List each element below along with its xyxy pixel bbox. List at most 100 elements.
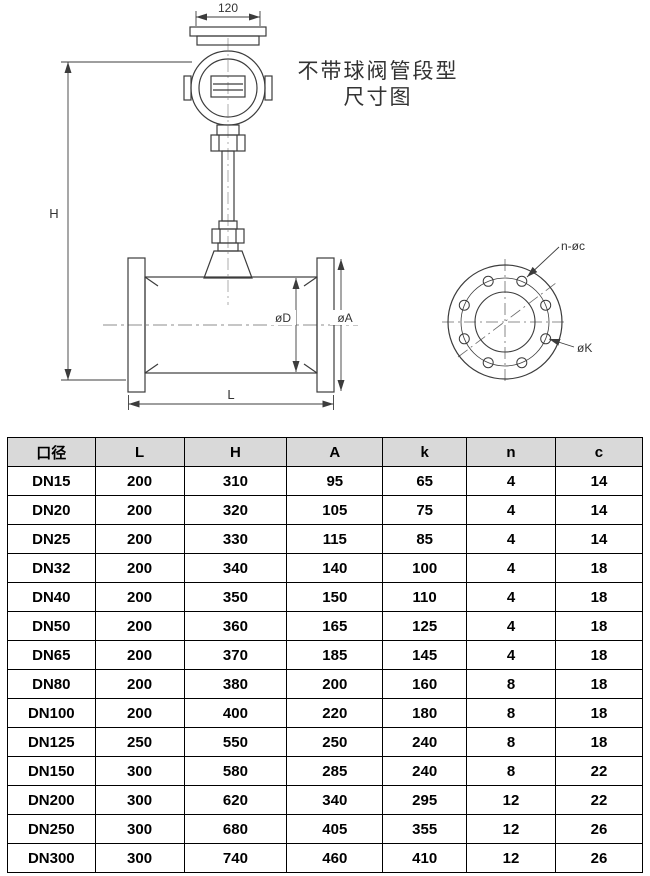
dim-length-label: L xyxy=(227,387,234,402)
cell-diameter: DN300 xyxy=(7,843,96,873)
header-c: c xyxy=(554,437,644,467)
cell-value: 200 xyxy=(94,495,185,525)
cell-value: 8 xyxy=(466,756,556,786)
cell-value: 75 xyxy=(382,495,468,525)
cell-value: 200 xyxy=(94,553,185,583)
header-L: L xyxy=(94,437,185,467)
cell-value: 355 xyxy=(382,814,468,844)
cell-value: 4 xyxy=(466,640,556,670)
dimension-drawing: 120 H L øD øA 不带球阀管段 xyxy=(49,1,592,410)
cell-value: 680 xyxy=(183,814,288,844)
drawing-title: 不带球阀管段型 尺寸图 xyxy=(298,60,457,109)
cell-value: 65 xyxy=(382,466,468,496)
cell-value: 12 xyxy=(466,814,556,844)
cell-value: 4 xyxy=(466,611,556,641)
cell-value: 145 xyxy=(382,640,468,670)
cell-value: 18 xyxy=(554,727,644,757)
cell-value: 180 xyxy=(382,698,468,728)
cell-value: 380 xyxy=(183,669,288,699)
cell-value: 150 xyxy=(286,582,384,612)
bolt-holes xyxy=(458,275,552,369)
table-header-row: 口径 L H A k n c xyxy=(7,437,644,467)
cell-value: 18 xyxy=(554,553,644,583)
dimension-H: H xyxy=(49,61,192,381)
header-n: n xyxy=(466,437,556,467)
cell-value: 14 xyxy=(554,495,644,525)
cell-value: 14 xyxy=(554,466,644,496)
cell-value: 4 xyxy=(466,524,556,554)
cell-value: 200 xyxy=(94,669,185,699)
cell-value: 18 xyxy=(554,582,644,612)
cell-diameter: DN15 xyxy=(7,466,96,496)
pipe-section-side-view xyxy=(127,257,335,393)
cell-value: 350 xyxy=(183,582,288,612)
cell-diameter: DN65 xyxy=(7,640,96,670)
cell-value: 18 xyxy=(554,611,644,641)
cell-value: 200 xyxy=(94,698,185,728)
flange-front-view: n-øc øK xyxy=(442,239,592,385)
cell-value: 240 xyxy=(382,756,468,786)
dimension-D: øD xyxy=(269,278,300,372)
cell-value: 200 xyxy=(94,582,185,612)
dim-flange-diameter-label: øA xyxy=(337,311,352,325)
cell-value: 200 xyxy=(94,640,185,670)
cell-value: 26 xyxy=(554,814,644,844)
cell-diameter: DN32 xyxy=(7,553,96,583)
cell-value: 125 xyxy=(382,611,468,641)
cell-value: 140 xyxy=(286,553,384,583)
cell-value: 410 xyxy=(382,843,468,873)
cell-value: 105 xyxy=(286,495,384,525)
cell-value: 740 xyxy=(183,843,288,873)
cell-value: 550 xyxy=(183,727,288,757)
cell-value: 26 xyxy=(554,843,644,873)
cell-value: 310 xyxy=(183,466,288,496)
cell-value: 4 xyxy=(466,466,556,496)
cell-value: 185 xyxy=(286,640,384,670)
dim-top-width-label: 120 xyxy=(218,1,238,15)
cell-diameter: DN150 xyxy=(7,756,96,786)
cell-value: 4 xyxy=(466,553,556,583)
cell-value: 18 xyxy=(554,640,644,670)
cell-value: 580 xyxy=(183,756,288,786)
dim-height-label: H xyxy=(49,206,58,221)
cell-value: 360 xyxy=(183,611,288,641)
cell-value: 22 xyxy=(554,756,644,786)
cell-value: 220 xyxy=(286,698,384,728)
cell-value: 340 xyxy=(286,785,384,815)
cell-value: 285 xyxy=(286,756,384,786)
cell-diameter: DN40 xyxy=(7,582,96,612)
cell-value: 110 xyxy=(382,582,468,612)
cell-value: 200 xyxy=(286,669,384,699)
cell-value: 22 xyxy=(554,785,644,815)
dim-pipe-diameter-label: øD xyxy=(275,311,291,325)
cell-value: 300 xyxy=(94,814,185,844)
cell-diameter: DN80 xyxy=(7,669,96,699)
cell-value: 300 xyxy=(94,843,185,873)
cell-value: 18 xyxy=(554,698,644,728)
cell-value: 85 xyxy=(382,524,468,554)
cell-value: 95 xyxy=(286,466,384,496)
cell-value: 400 xyxy=(183,698,288,728)
dimension-L: L xyxy=(128,387,334,410)
bolt-circle-label: øK xyxy=(577,341,592,355)
flowmeter-transmitter xyxy=(183,26,273,279)
cell-value: 115 xyxy=(286,524,384,554)
cell-value: 330 xyxy=(183,524,288,554)
cell-value: 18 xyxy=(554,669,644,699)
header-H: H xyxy=(183,437,288,467)
pipe-body xyxy=(144,276,318,374)
